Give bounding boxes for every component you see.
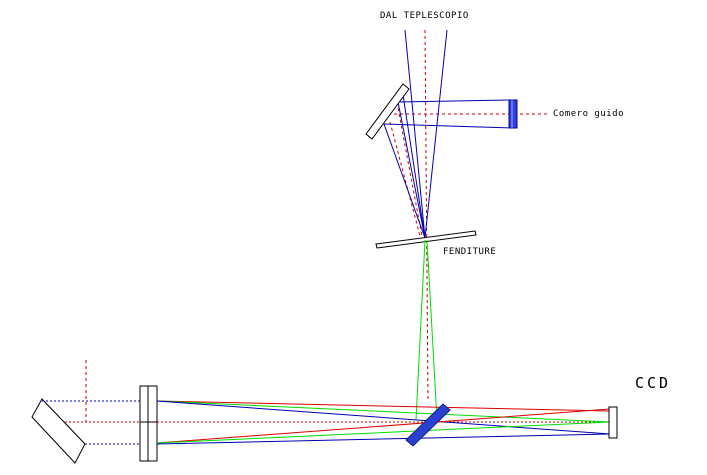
pickoff-mirror [365,83,410,140]
optical-axis-diag2 [397,107,423,237]
ccd-detector [608,406,618,439]
ccd-label: CCD [635,374,672,392]
telescope-beam [383,29,513,239]
optical-axis-diag [389,121,421,237]
fold-mirror [405,403,451,447]
telescope-label: DAL TEPLESCOPIO [380,11,469,21]
optical-axis-vertical [424,29,429,401]
guide-camera-label: Comero guido [553,109,625,119]
slit-beam [415,239,438,421]
dispersed-rays [156,400,611,445]
guide-camera [508,99,518,129]
slit [375,230,477,249]
grating [31,398,86,464]
collimator-lens [139,385,158,462]
slit-label: FENDITURE [443,247,497,257]
